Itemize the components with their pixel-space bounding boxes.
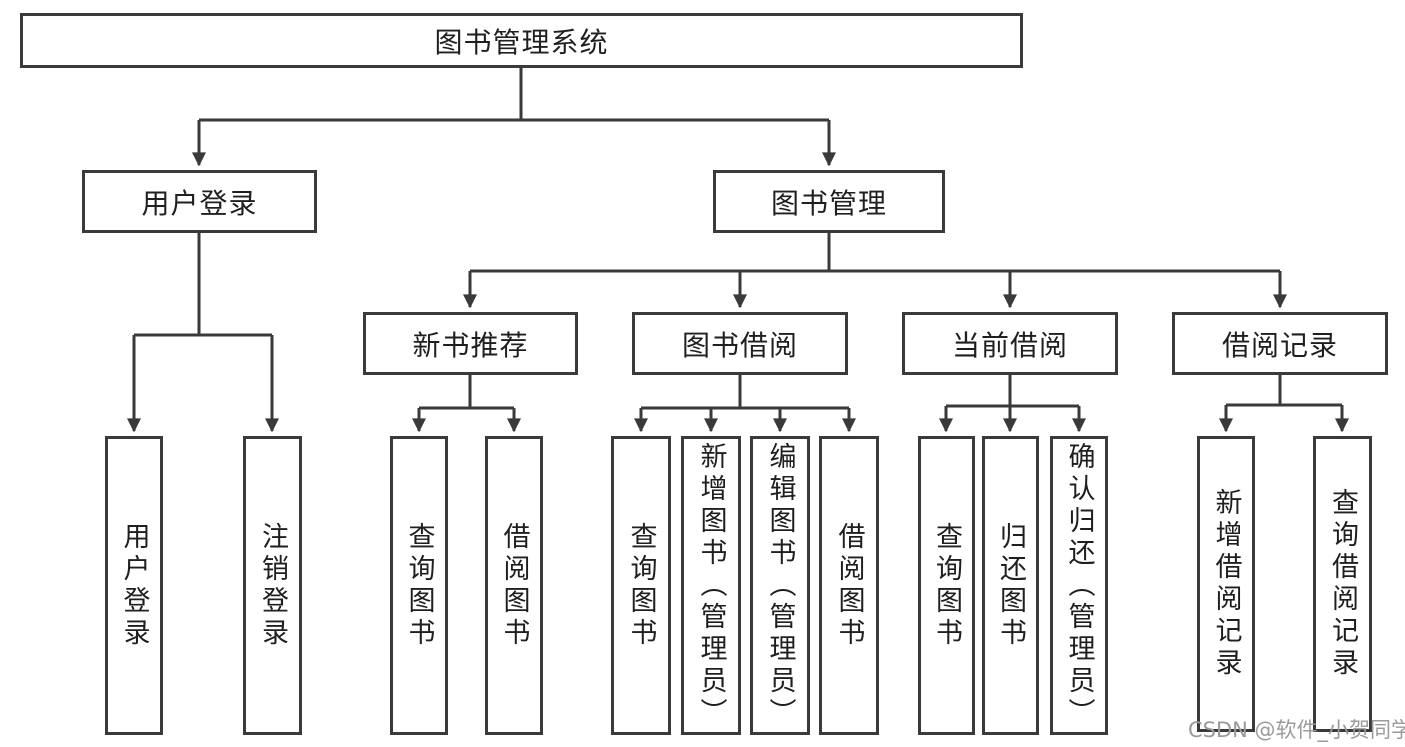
watermark-text: CSDN @软件_小贺同学	[1188, 718, 1405, 742]
node-new-book-recommend-label: 新书推荐	[412, 328, 529, 362]
node-root: 图书管理系统	[20, 13, 1023, 68]
node-borrowing-records: 借阅记录	[1172, 312, 1388, 375]
leaf-add-borrow-record: 新增借阅记录	[1197, 436, 1255, 732]
leaf-query-books-borrowing: 查询图书	[611, 436, 671, 735]
leaf-add-book-admin: 新增图书（管理员）	[681, 436, 741, 735]
leaf-user-login: 用户登录	[105, 436, 163, 735]
node-book-borrowing: 图书借阅	[632, 312, 848, 375]
node-current-borrowing: 当前借阅	[902, 312, 1118, 375]
leaf-borrow-books-borrowing: 借阅图书	[819, 436, 879, 735]
leaf-query-books-current: 查询图书	[918, 436, 975, 735]
node-borrowing-records-label: 借阅记录	[1221, 328, 1338, 362]
node-new-book-recommend: 新书推荐	[363, 312, 578, 375]
leaf-query-borrow-record: 查询借阅记录	[1313, 436, 1372, 732]
leaf-query-books-recommend: 查询图书	[390, 436, 448, 735]
leaf-edit-book-admin: 编辑图书（管理员）	[750, 436, 810, 735]
node-user-login-label: 用户登录	[141, 186, 258, 220]
node-current-borrowing-label: 当前借阅	[951, 328, 1068, 362]
leaf-logout: 注销登录	[243, 436, 302, 735]
node-book-management-label: 图书管理	[770, 186, 887, 220]
node-book-management: 图书管理	[713, 170, 945, 233]
node-user-login: 用户登录	[82, 170, 317, 233]
leaf-borrow-books-recommend: 借阅图书	[485, 436, 543, 735]
node-root-label: 图书管理系统	[434, 25, 609, 59]
leaf-return-books: 归还图书	[982, 436, 1039, 735]
leaf-confirm-return-admin: 确认归还（管理员）	[1050, 436, 1108, 735]
node-book-borrowing-label: 图书借阅	[681, 328, 798, 362]
